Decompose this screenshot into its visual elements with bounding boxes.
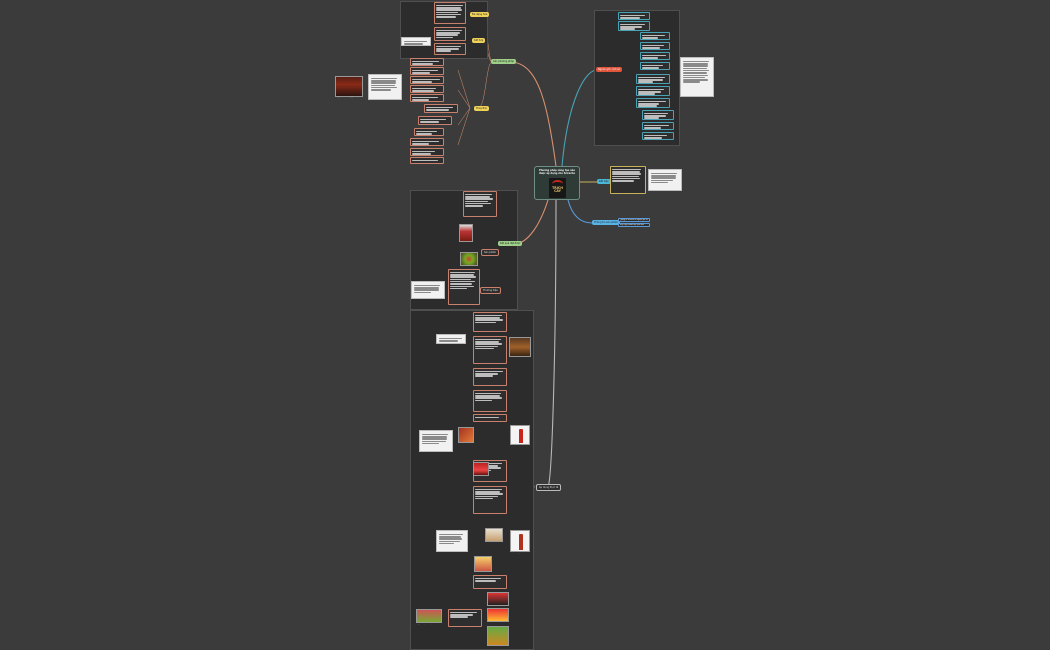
bottle-image-1 [510,425,530,445]
bottle-icon [519,429,523,443]
result-leaf-1[interactable] [463,191,497,217]
app-leaf-5[interactable] [473,414,507,422]
origin-leaf-6[interactable] [640,62,670,70]
method-leaf-f[interactable] [424,104,458,113]
app-image-9 [416,609,442,623]
subtopic-tl-a[interactable]: Đa dạng hóa [470,12,490,17]
method-side-note [368,74,402,100]
app-image-5 [474,556,492,572]
conclusion-leaf[interactable] [610,166,646,194]
origin-leaf-3[interactable] [640,32,670,40]
link-mid-left [514,199,549,245]
bottle-caption-2: Sriracha mayo [509,553,521,554]
app-image-6 [487,592,509,606]
product-info-2[interactable]: Huy Fong Foods (Mỹ) phổ biến toàn cầu [618,223,650,227]
method-leaf-a[interactable] [410,58,444,66]
product-label: Tương ớt Sriracha nguyên bản [334,97,359,98]
logo-text: TRICH CAY [552,186,563,194]
link-bottom [547,199,557,488]
origin-leaf-7[interactable] [636,74,670,84]
origin-leaf-12[interactable] [642,132,674,140]
central-topic[interactable]: Phương pháp sáng tạo nào được áp dụng ch… [534,166,580,200]
app-leaf-7[interactable] [473,486,507,514]
topic-product-info[interactable]: Thông tin sản phẩm [592,220,620,225]
product-image-1 [335,76,363,97]
origin-leaf-11[interactable] [642,122,674,130]
method-note-1[interactable] [434,2,466,24]
origin-white-note [680,57,714,97]
topic-methods[interactable]: Các phương pháp [491,59,517,64]
origin-leaf-2[interactable] [618,21,650,31]
app-image-3 [473,462,489,476]
conclusion-note [648,169,682,191]
app-note-2 [419,430,453,452]
topic-results[interactable]: Kết quả đạt được [498,241,523,246]
result-image-1 [459,224,473,242]
subtopic-ml-b[interactable]: Thương hiệu [480,287,501,294]
central-title: Phương pháp sáng tạo nào được áp dụng ch… [538,169,576,175]
method-leaf-i[interactable] [410,138,444,146]
method-leaf-d[interactable] [410,85,444,93]
bottle-image-2 [510,530,530,552]
app-image-7 [487,608,509,622]
subtopic-tl-b[interactable]: Kết hợp [472,38,486,43]
product-info-1[interactable]: Tương ớt Sriracha có nguồn gốc từ Thái L… [618,218,650,222]
method-note-2[interactable] [434,27,466,41]
app-image-2 [458,427,474,443]
app-leaf-2[interactable] [473,336,507,364]
origin-leaf-9[interactable] [636,98,670,108]
origin-leaf-5[interactable] [640,52,670,60]
app-image-8 [487,626,509,646]
sriracha-logo: TRICH CAY [549,178,566,198]
method-leaf-j[interactable] [410,148,444,156]
app-leaf-1[interactable] [473,312,507,332]
link-top-left [509,61,557,167]
bottle-caption-1: Chai Sriracha [509,446,520,447]
method-leaf-h[interactable] [414,128,444,136]
method-leaf-c[interactable] [410,76,444,84]
chili-swirl-icon [552,180,563,188]
bottle-icon-2 [519,534,523,550]
bottom-caption: Quảng cáo tại siêu thị [414,624,432,625]
origin-leaf-10[interactable] [642,110,674,120]
topic-application[interactable]: Áp dụng thực tế [536,484,562,491]
subtopic-tl-c[interactable]: Thay thế [474,106,489,111]
origin-leaf-8[interactable] [636,86,670,96]
app-note-3 [436,530,468,552]
app-image-4 [485,528,503,542]
method-leaf-k[interactable] [410,157,444,164]
method-white-note [401,37,431,46]
origin-leaf-1[interactable] [618,12,650,20]
app-note-1 [436,334,466,344]
topic-origin[interactable]: Nguồn gốc, lịch sử [596,67,623,72]
subtopic-ml-a[interactable]: Sản phẩm [481,249,500,256]
method-leaf-e[interactable] [410,94,444,102]
result-leaf-2[interactable] [448,269,480,305]
result-white-note [411,281,445,299]
method-leaf-g[interactable] [418,116,452,125]
app-image-1 [509,337,531,357]
panel-application [410,310,534,650]
app-leaf-3[interactable] [473,368,507,386]
app-leaf-8[interactable] [473,575,507,589]
app-leaf-4[interactable] [473,390,507,412]
app-leaf-9[interactable] [448,609,482,627]
method-note-3[interactable] [434,43,466,55]
link-top-right [561,69,598,167]
origin-leaf-4[interactable] [640,42,670,50]
link-lower-right [567,199,593,224]
topic-conclusion[interactable]: Kết luận [597,179,611,184]
method-leaf-b[interactable] [410,67,444,75]
result-image-2 [460,252,478,266]
